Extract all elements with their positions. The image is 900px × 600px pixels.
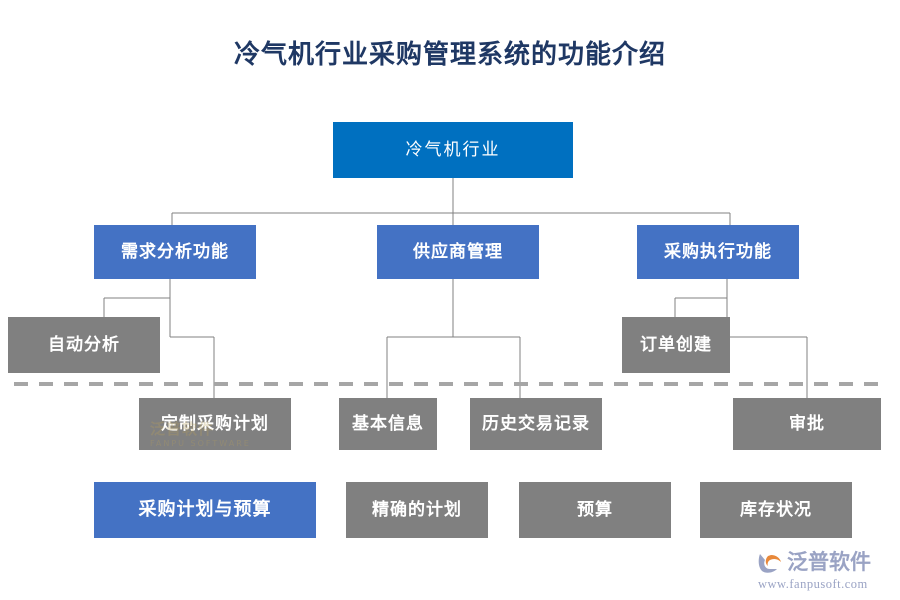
brand-logo: 泛普软件 www.fanpusoft.com [757, 547, 897, 595]
node-transaction-history[interactable]: 历史交易记录 [470, 398, 602, 450]
node-root[interactable]: 冷气机行业 [333, 122, 573, 178]
node-basic-info[interactable]: 基本信息 [339, 398, 437, 450]
node-accurate-plan[interactable]: 精确的计划 [346, 482, 488, 538]
brand-url: www.fanpusoft.com [758, 576, 868, 591]
node-branch-1[interactable]: 需求分析功能 [94, 225, 256, 279]
brand-name: 泛普软件 [787, 550, 871, 574]
node-order-creation[interactable]: 订单创建 [622, 317, 730, 373]
page-title: 冷气机行业采购管理系统的功能介绍 [233, 40, 666, 70]
node-inventory-status[interactable]: 库存状况 [700, 482, 852, 538]
node-custom-purchase-plan[interactable]: 定制采购计划 [139, 398, 291, 450]
node-branch-3[interactable]: 采购执行功能 [637, 225, 799, 279]
node-auto-analysis[interactable]: 自动分析 [8, 317, 160, 373]
node-budget[interactable]: 预算 [519, 482, 671, 538]
node-branch-2[interactable]: 供应商管理 [377, 225, 539, 279]
fanpu-mark-icon [758, 553, 781, 573]
node-purchase-plan-budget[interactable]: 采购计划与预算 [94, 482, 316, 538]
node-approval[interactable]: 审批 [733, 398, 881, 450]
